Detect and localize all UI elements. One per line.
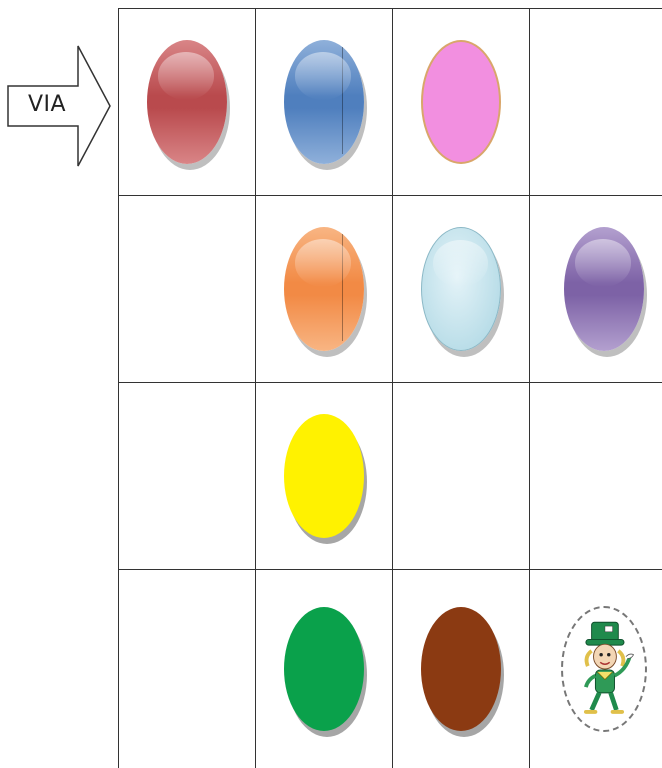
- board-cell-r3-c1[interactable]: [118, 382, 255, 569]
- blue-disc[interactable]: [284, 40, 364, 164]
- board-cell-r4-c4[interactable]: [529, 569, 662, 768]
- board-cell-r1-c3[interactable]: [392, 8, 529, 195]
- brown-disc[interactable]: [421, 607, 501, 731]
- board-cell-r2-c3[interactable]: [392, 195, 529, 382]
- board-cell-r1-c4[interactable]: [529, 8, 662, 195]
- game-board: [118, 8, 662, 768]
- mad-hatter-icon[interactable]: [561, 606, 647, 732]
- board-cell-r1-c2[interactable]: [255, 8, 392, 195]
- board-cell-r4-c3[interactable]: [392, 569, 529, 768]
- board-cell-r4-c2[interactable]: [255, 569, 392, 768]
- pink-disc[interactable]: [421, 40, 501, 164]
- board-cell-r1-c1[interactable]: [118, 8, 255, 195]
- yellow-disc[interactable]: [284, 414, 364, 538]
- board-cell-r3-c4[interactable]: [529, 382, 662, 569]
- red-disc[interactable]: [147, 40, 227, 164]
- board-cell-r3-c2[interactable]: [255, 382, 392, 569]
- green-disc[interactable]: [284, 607, 364, 731]
- light-blue-disc[interactable]: [421, 227, 501, 351]
- board-cell-r3-c3[interactable]: [392, 382, 529, 569]
- orange-disc[interactable]: [284, 227, 364, 351]
- purple-disc[interactable]: [564, 227, 644, 351]
- board-cell-r2-c2[interactable]: [255, 195, 392, 382]
- board-cell-r2-c4[interactable]: [529, 195, 662, 382]
- board-cell-r2-c1[interactable]: [118, 195, 255, 382]
- start-arrow-label: VIA: [28, 92, 66, 117]
- board-cell-r4-c1[interactable]: [118, 569, 255, 768]
